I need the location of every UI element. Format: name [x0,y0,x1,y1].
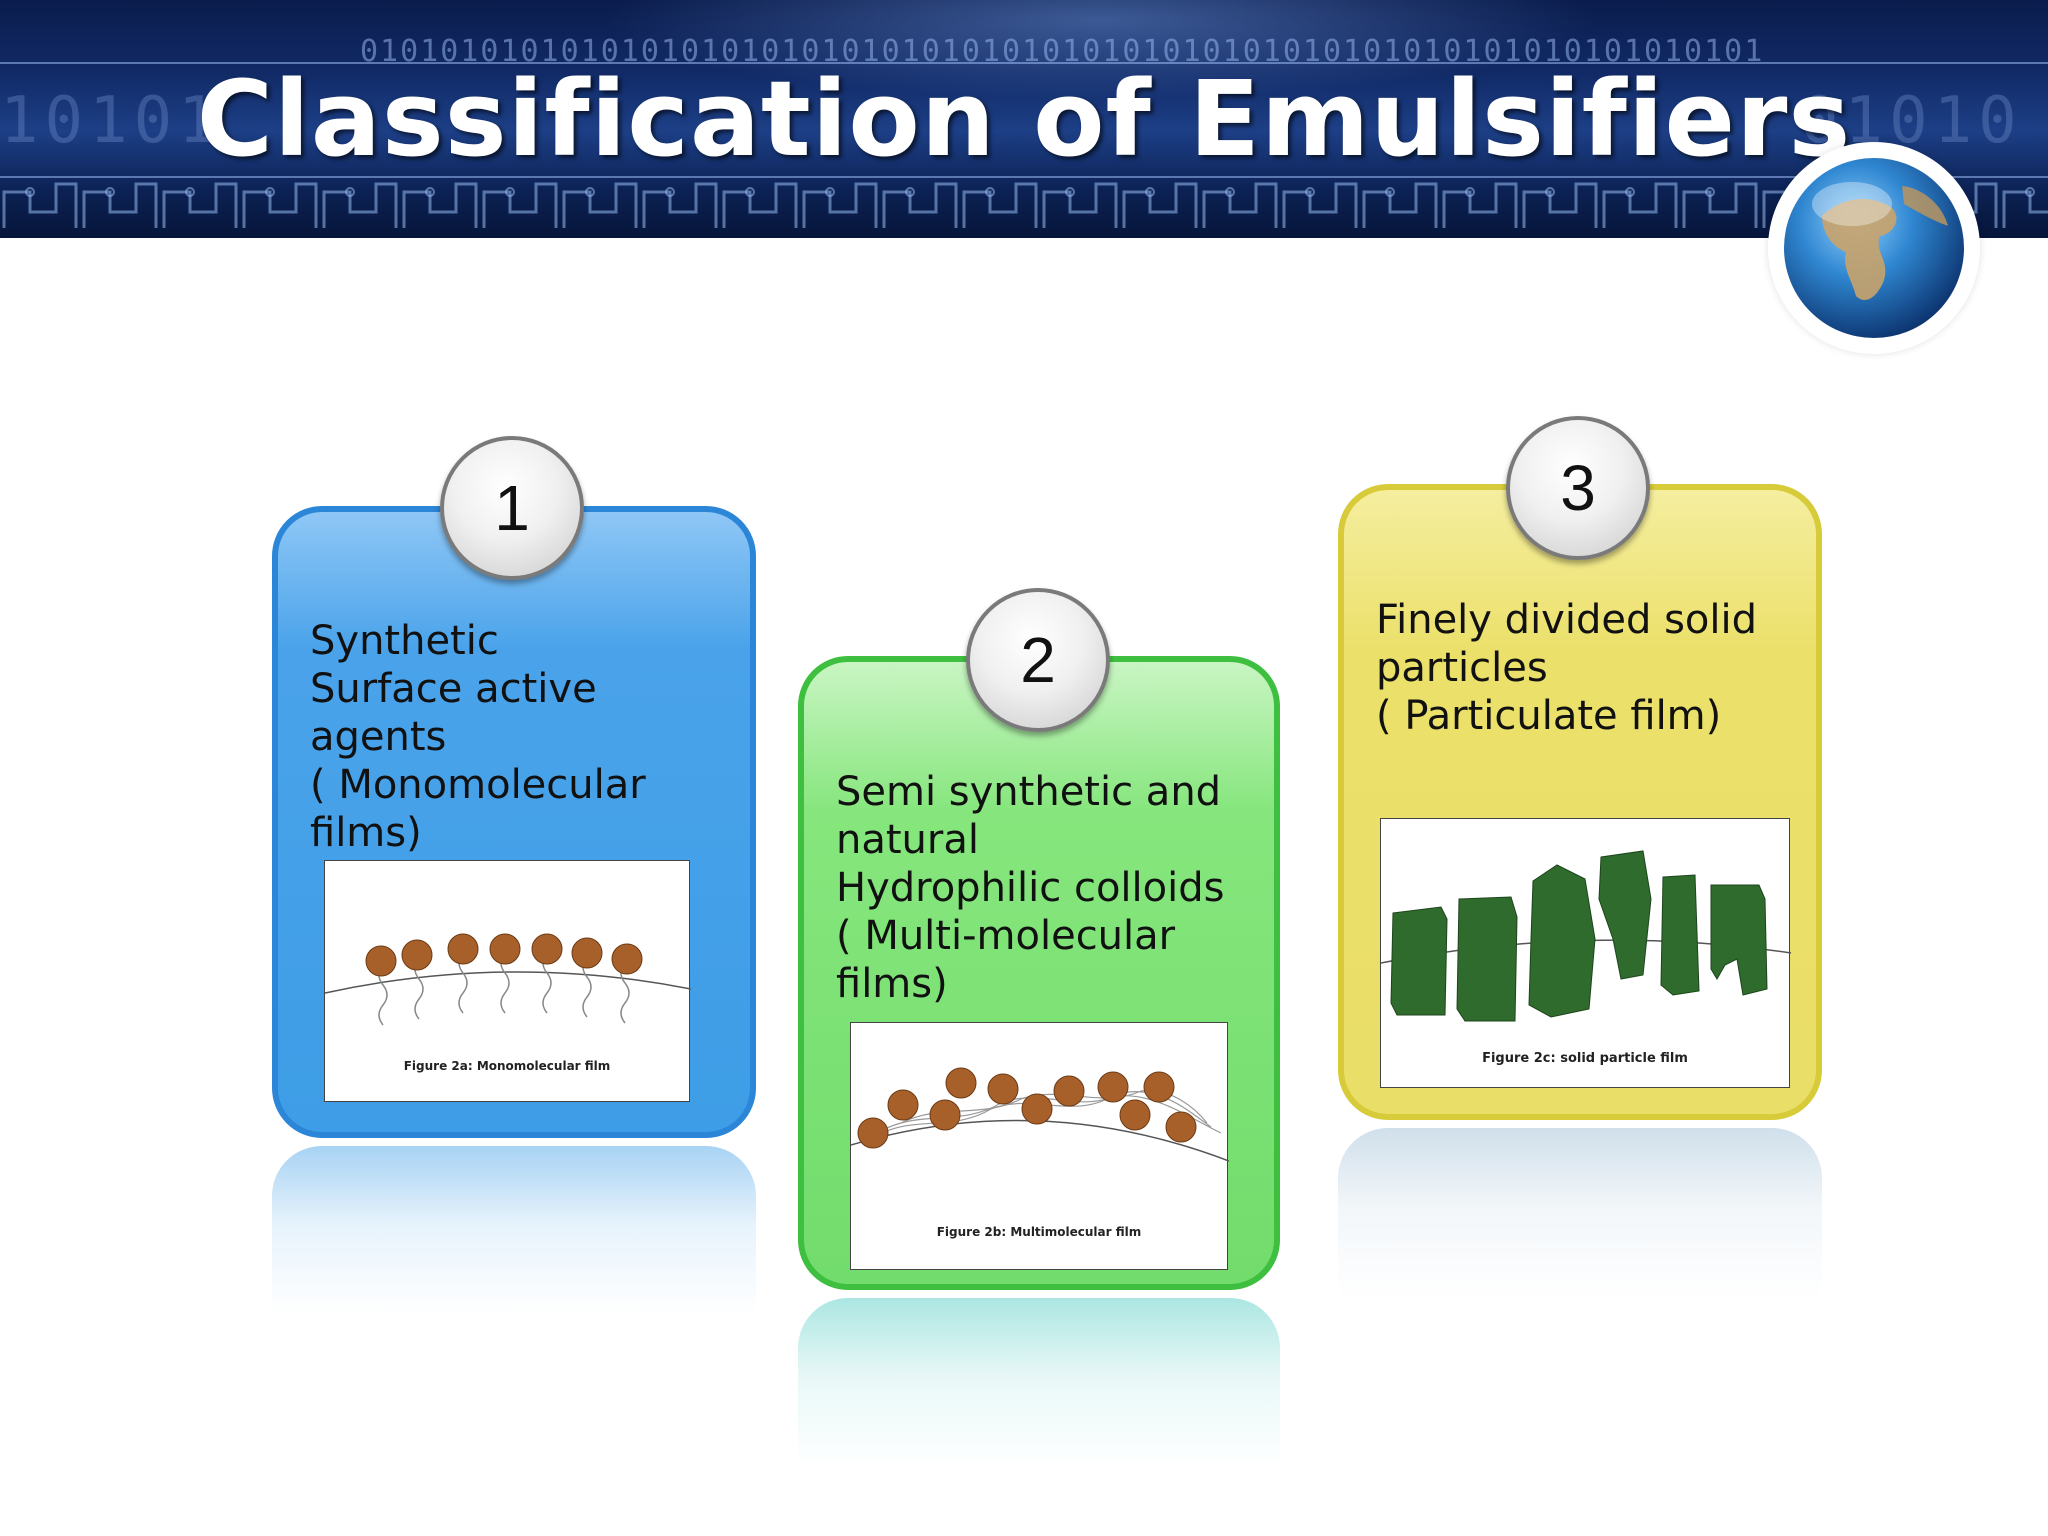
card-2-line: Semi synthetic and [836,769,1222,815]
card-3-text: Finely divided solid particles ( Particu… [1376,596,1757,740]
card-1-line: Surface active [310,666,597,712]
slide-title: Classification of Emulsifiers [196,58,1852,180]
multimolecular-film-illustration [851,1067,1229,1162]
banner-line-bottom [0,176,2048,178]
card-2-line: Hydrophilic colloids [836,865,1225,911]
globe-logo [1768,142,1980,354]
card-2-number-badge: 2 [966,588,1110,732]
figure-1-caption: Figure 2a: Monomolecular film [403,1059,611,1073]
card-1-reflection [272,1146,756,1346]
card-1-line: ( Monomolecular [310,762,646,808]
banner-binary-left: 10101 [0,84,223,158]
title-banner: 0101010101010101010101010101010101010101… [0,0,2048,238]
card-3-line: particles [1376,645,1548,691]
card-2-reflection [798,1298,1280,1498]
card-1-line: agents [310,714,447,760]
card-1-number-badge: 1 [440,436,584,580]
solid-particle-film-illustration [1381,850,1791,1022]
card-2-text: Semi synthetic and natural Hydrophilic c… [836,768,1224,1008]
figure-3-caption: Figure 2c: solid particle film [1482,1051,1688,1066]
card-1-line: films) [310,810,422,856]
card-3-reflection [1338,1128,1822,1328]
figure-multimolecular-film: Figure 2b: Multimolecular film [850,1022,1229,1270]
card-3-line: Finely divided solid [1376,597,1757,643]
monomolecular-film-illustration [325,933,691,1026]
card-3-line: ( Particulate film) [1376,693,1722,739]
banner-binary-right: 01010 [1800,84,2023,158]
card-2-line: natural [836,817,979,863]
banner-binary-top: 0101010101010101010101010101010101010101… [360,34,1765,69]
card-1-line: Synthetic [310,618,499,664]
figure-2-caption: Figure 2b: Multimolecular film [936,1225,1142,1239]
figure-solid-particle-film: Figure 2c: solid particle film [1380,818,1791,1088]
banner-circuit-pattern [0,178,2048,234]
card-2-line: films) [836,961,948,1007]
figure-monomolecular-film: Figure 2a: Monomolecular film [324,860,691,1102]
card-1-text: Synthetic Surface active agents ( Monomo… [310,617,646,857]
card-2-line: ( Multi-molecular [836,913,1176,959]
banner-line-top [0,62,2048,64]
globe-icon [1784,158,1964,338]
card-3-number-badge: 3 [1506,416,1650,560]
